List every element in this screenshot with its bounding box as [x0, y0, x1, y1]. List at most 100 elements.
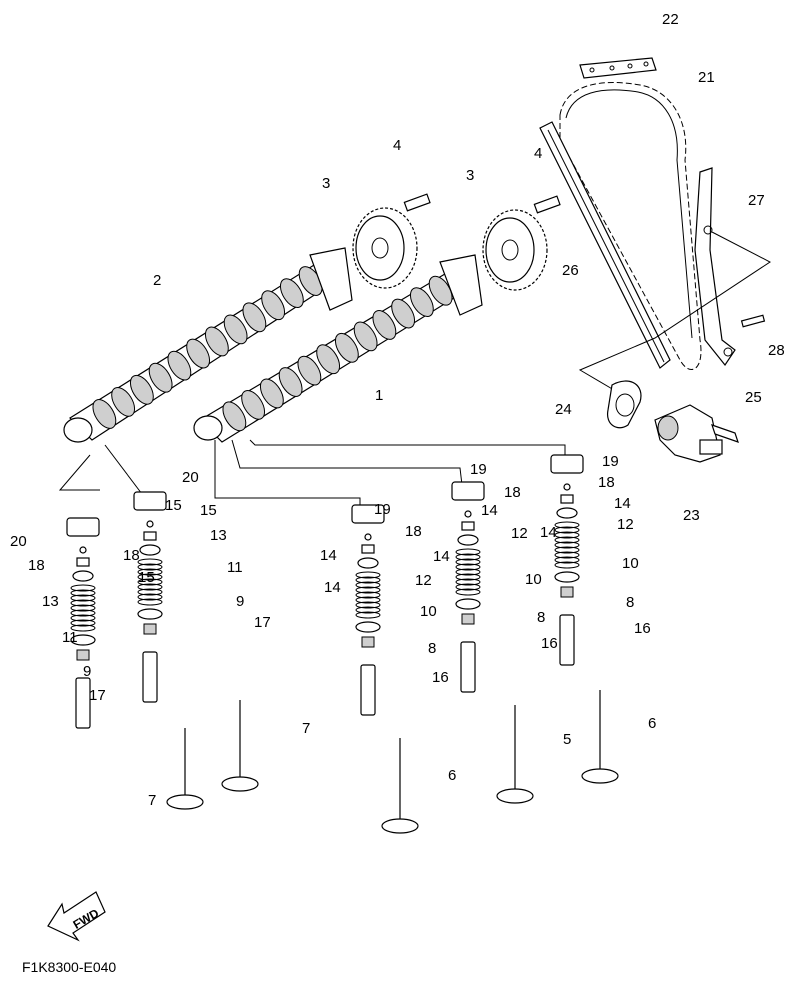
intake-camshaft [193, 254, 483, 443]
cam-lobe [148, 362, 173, 393]
callout-label: 17 [89, 687, 106, 704]
cam-lobe [279, 278, 304, 309]
valve-exhaust-1 [166, 728, 204, 810]
callout-label: 19 [602, 453, 619, 470]
callout-label: 27 [748, 192, 765, 209]
callout-label: 12 [617, 516, 634, 533]
callout-label: 4 [393, 137, 401, 154]
cam-sprocket-intake [482, 209, 548, 291]
callout-label: 3 [322, 175, 330, 192]
callout-label: 1 [375, 387, 383, 404]
callout-label: 4 [534, 145, 542, 162]
cam-chain-tensioner [654, 404, 723, 463]
callout-label: 6 [448, 767, 456, 784]
cam-lobe [111, 386, 136, 417]
callout-label: 15 [200, 502, 217, 519]
callout-label: 8 [428, 640, 436, 657]
callout-label: 20 [182, 469, 199, 486]
callout-label: 23 [683, 507, 700, 524]
chain-guide-left [539, 121, 671, 369]
forward-direction-arrow [47, 891, 106, 942]
callout-label: 10 [525, 571, 542, 588]
valve-intake-3 [581, 690, 619, 784]
callout-label: 13 [42, 593, 59, 610]
callout-label: 14 [540, 524, 557, 541]
callout-label: 3 [466, 167, 474, 184]
callout-label: 8 [537, 609, 545, 626]
timing-chain [559, 82, 702, 370]
callout-label: 12 [511, 525, 528, 542]
callout-label: 18 [405, 523, 422, 540]
callout-label: 14 [324, 579, 341, 596]
callout-label: 21 [698, 69, 715, 86]
cam-lobe [428, 275, 453, 306]
callout-label: 18 [123, 547, 140, 564]
figure-code: F1K8300-E040 [22, 959, 116, 975]
callout-label: 7 [148, 792, 156, 809]
callout-label: 14 [433, 548, 450, 565]
valve-stack-intake-1 [351, 504, 385, 716]
cam-lobe [223, 314, 248, 345]
callout-label: 28 [768, 342, 785, 359]
valve-stack-intake-3 [550, 454, 584, 666]
callout-label: 16 [432, 669, 449, 686]
valve-stack-intake-2 [451, 481, 485, 693]
valve-intake-2 [496, 705, 534, 804]
callout-label: 10 [420, 603, 437, 620]
cam-sprocket-exhaust [352, 207, 418, 289]
callout-label: 8 [626, 594, 634, 611]
cam-lobe [259, 378, 284, 409]
callout-label: 15 [138, 569, 155, 586]
callout-label: 19 [374, 501, 391, 518]
cam-lobe [204, 326, 229, 357]
tensioner-bolt [711, 424, 739, 443]
valve-exhaust-2 [221, 700, 259, 792]
cam-lobe [297, 355, 322, 386]
tensioner-gasket [606, 380, 642, 429]
callout-label: 22 [662, 11, 679, 28]
callout-label: 11 [227, 559, 243, 576]
callout-label: 24 [555, 401, 572, 418]
callout-label: 11 [62, 629, 78, 646]
cam-lobe [334, 332, 359, 363]
cam-lobe [278, 367, 303, 397]
cam-lobe [92, 399, 117, 429]
cam-lobe [409, 287, 434, 318]
cam-lobe [167, 350, 192, 381]
callout-label: 6 [648, 715, 656, 732]
callout-label: 18 [598, 474, 615, 491]
callout-label: 17 [254, 614, 271, 631]
callout-label: 5 [563, 731, 571, 748]
sprocket-bolt-exhaust [403, 193, 431, 212]
callout-label: 16 [541, 635, 558, 652]
callout-label: 18 [504, 484, 521, 501]
callout-label: 2 [153, 272, 161, 289]
callout-label: 13 [210, 527, 227, 544]
guide-pin [740, 314, 766, 328]
callout-label: 16 [634, 620, 651, 637]
callout-label: 7 [302, 720, 310, 737]
cam-lobe [372, 310, 397, 340]
callout-label: 14 [320, 547, 337, 564]
callout-label: 9 [83, 663, 91, 680]
cam-lobe [241, 389, 266, 420]
cam-lobe [129, 374, 154, 405]
cam-lobe [242, 302, 267, 333]
exhaust-camshaft [63, 247, 353, 443]
cam-lobe [261, 290, 286, 321]
callout-label: 12 [415, 572, 432, 589]
cam-lobe [353, 321, 378, 352]
valve-intake-1 [381, 738, 419, 834]
cam-lobe [222, 401, 247, 432]
callout-label: 14 [481, 502, 498, 519]
cam-lobe [186, 338, 211, 369]
sprocket-bolt-intake [533, 195, 561, 214]
callout-label: 19 [470, 461, 487, 478]
callout-label: 25 [745, 389, 762, 406]
cam-lobe [391, 298, 416, 329]
valve-stack-exhaust-1 [66, 517, 100, 729]
chain-guide-plate [579, 57, 657, 79]
callout-label: 26 [562, 262, 579, 279]
cam-lobe [316, 344, 341, 375]
